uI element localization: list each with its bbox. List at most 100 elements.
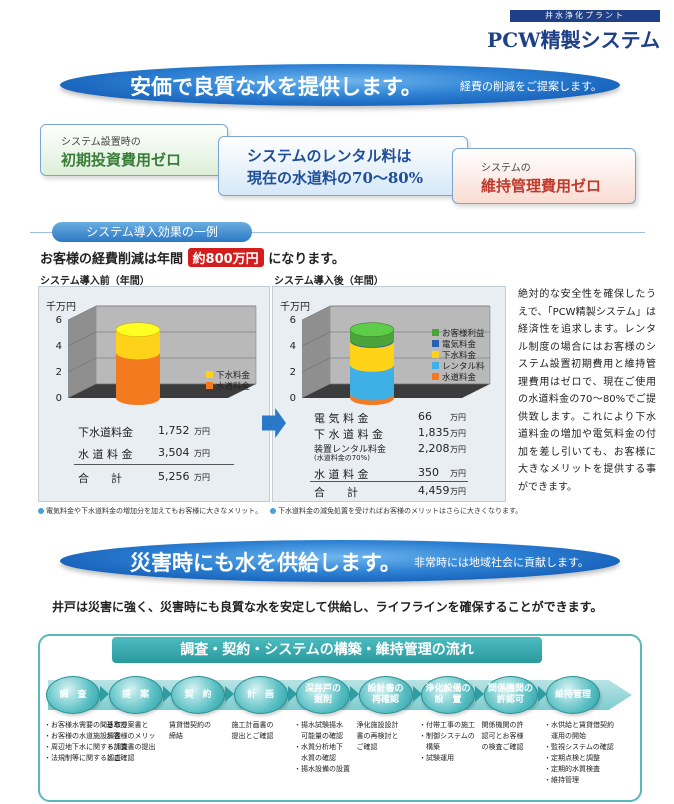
flow-step: 調 査 (46, 676, 100, 714)
cost-box-rental-line2: 現在の水道料の70～80% (247, 169, 424, 187)
chevron-right-icon (287, 686, 297, 702)
side-description: 絶対的な安全性を確保したうえで、「PCW精製システム」は経済性を追求します。レン… (518, 289, 656, 493)
banner-disaster: 災害時にも水を供給します。 非常時には地域社会に貢献します。 (60, 540, 620, 582)
flow-step-description: ・揚水試験揚水 可能量の確認 ・水質分析地下 水質の確認 ・揚水設備の設置 (294, 721, 350, 773)
row-label: 合 計 (78, 472, 122, 485)
chevron-right-icon (537, 686, 547, 702)
gridline (301, 383, 331, 399)
y-tick-label: 2 (56, 367, 62, 378)
chart-side-wall (302, 306, 330, 398)
flow-step-description: ・水供給と賃貸借契約 運用の開始 ・監視システムの確認 ・定期点検と調整 ・定期… (544, 721, 614, 784)
chart-side-wall (68, 306, 96, 398)
bar-segment-水道料金 (116, 352, 160, 405)
footnote-after: 下水道料金の減免処置を受ければお客様のメリットはさらに大きくなります。 (270, 506, 522, 516)
banner-disaster-subtitle: 非常時には地域社会に貢献します。 (414, 556, 589, 569)
legend-swatch (432, 373, 439, 380)
row-unit: 万円 (194, 427, 210, 436)
flow-step: 契 約 (171, 676, 225, 714)
row-label: 電 気 料 金 (314, 412, 369, 425)
flow-step: 計 画 (233, 676, 288, 714)
table-divider (74, 464, 234, 465)
banner-disaster-title: 災害時にも水を供給します。 (130, 551, 401, 575)
row-value: 1,752 (158, 424, 190, 437)
flow-step: 深井戸の 掘削 (296, 676, 350, 714)
before-table: 下水道料金 1,752 万円 水 道 料 金 3,504 万円 合 計 5,25… (38, 416, 270, 502)
footnote-before: 電気料金や下水道料金の増加分を加えてもお客様に大きなメリット。 (38, 506, 262, 516)
chart-after-title: システム導入後（年間） (274, 276, 384, 287)
banner-cost-subtitle: 経費の削減をご提案します。 (460, 80, 602, 93)
cost-box-initial-large: 初期投資費用ゼロ (61, 151, 182, 169)
row-value: 5,256 (158, 470, 190, 483)
flow-step: 提 案 (108, 676, 163, 714)
chart-floor (302, 384, 490, 398)
brand-subtitle: 井水浄化プラント (510, 10, 660, 22)
row-unit: 万円 (450, 469, 466, 478)
legend-swatch (206, 371, 213, 378)
legend-label: 水道料金 (442, 372, 477, 383)
row-label: 装置レンタル料金 (314, 445, 387, 455)
headline-post: になります。 (268, 252, 345, 267)
gridline (67, 305, 97, 321)
legend-swatch (206, 382, 213, 389)
legend-label: 電気料金 (442, 339, 477, 350)
flow-step-description: 基本提案書と お客様のメリッ ト計算書の提出 とご確認 (106, 721, 156, 762)
row-value: 66 (418, 410, 432, 423)
y-tick-label: 6 (290, 315, 296, 326)
row-unit: 万円 (194, 449, 210, 458)
flow-step: 関係機関の 許認可 (483, 676, 538, 714)
table-row: 合 計 4,459 万円 (314, 484, 466, 500)
flow-step: 維持管理 (546, 676, 600, 714)
cost-box-rental: システムのレンタル料は 現在の水道料の70～80% (218, 136, 468, 196)
row-label: 合 計 (314, 486, 358, 499)
row-unit: 万円 (450, 487, 466, 496)
footnote-text: 電気料金や下水道料金の増加分を加えてもお客様に大きなメリット。 (46, 507, 263, 515)
gridline (67, 357, 97, 373)
legend-label: レンタル料 (442, 361, 485, 372)
row-label: 水 道 料 金 (78, 448, 133, 461)
brand-logo: 井水浄化プラント PCW精製システム (487, 10, 660, 52)
gridline (67, 383, 97, 399)
banner-cost-title: 安価で良質な水を提供します。 (130, 75, 422, 99)
flow-title: 調査・契約・システムの構築・維持管理の流れ (112, 637, 542, 663)
flow-step-description: 浄化施設設計 書の再検討と ご確認 (356, 721, 399, 751)
row-label: 下 水 道 料 金 (314, 428, 383, 441)
section-title: システム導入効果の一例 (52, 222, 252, 242)
chevron-right-icon (225, 686, 234, 702)
after-table: 電 気 料 金 66 万円 下 水 道 料 金 1,835 万円 装置レンタル料… (272, 406, 506, 502)
flow-step-description: 施工計画書の 提出とご確認 (231, 721, 274, 740)
flow-step-description: ・お客様水需要の聞き取り ・お客様の水道施設調査 ・周辺地下水に関する調査 ・法… (44, 721, 128, 762)
table-row: 水 道 料 金 3,504 万円 (78, 446, 210, 462)
y-axis-label: 千万円 (46, 301, 76, 313)
row-unit: 万円 (450, 445, 466, 454)
table-divider (310, 481, 468, 482)
brand-name: PCW精製システム (487, 28, 660, 52)
chevron-right-icon (350, 686, 359, 702)
row-value: 2,208 (418, 442, 450, 455)
legend-swatch (432, 340, 439, 347)
chart-before-title: システム導入前（年間） (40, 276, 150, 287)
cost-box-initial-small: システム設置時の (61, 137, 141, 148)
flow-step: 浄化設備の 設 置 (421, 676, 475, 714)
flow-step: 設計書の 再確認 (358, 676, 413, 714)
row-unit: 万円 (450, 413, 466, 422)
bullet-icon (38, 508, 44, 514)
row-label: 下水道料金 (78, 426, 133, 439)
legend-label: 下水料金 (442, 350, 477, 361)
chevron-right-icon (475, 686, 484, 702)
bar-segment-お客様利益 (349, 322, 395, 348)
y-tick-label: 0 (56, 393, 62, 404)
chevron-right-icon (412, 686, 422, 702)
legend-label: 水道料金 (216, 381, 251, 392)
cost-box-initial: システム設置時の 初期投資費用ゼロ (40, 124, 228, 176)
footnote-text: 下水道料金の減免処置を受ければお客様のメリットはさらに大きくなります。 (278, 507, 523, 515)
table-row: 電 気 料 金 66 万円 (314, 410, 466, 426)
chevron-right-icon (100, 686, 109, 702)
row-value: 4,459 (418, 484, 450, 497)
y-tick-label: 4 (290, 341, 296, 352)
legend-swatch (432, 351, 439, 358)
gridline (301, 357, 331, 373)
flow-step-description: 関係機関の許 認可とお客様 の検査ご確認 (481, 721, 524, 751)
y-axis-label: 千万円 (280, 301, 310, 313)
table-row: 水 道 料 金 350 万円 (314, 466, 466, 482)
